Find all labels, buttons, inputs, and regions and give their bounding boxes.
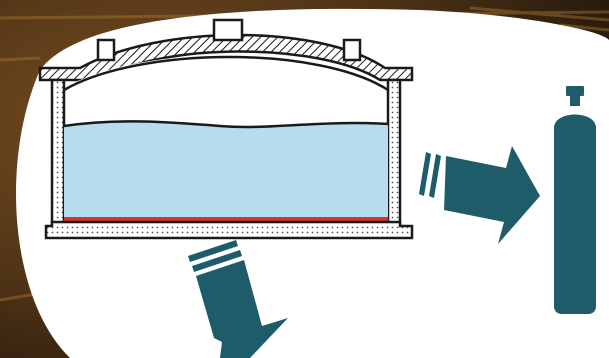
roof-nozzle-left xyxy=(98,40,114,60)
liquid-contents xyxy=(64,121,388,218)
roof-nozzle-right xyxy=(344,40,360,60)
tank-wall-left xyxy=(52,80,64,228)
roof-nozzle-center xyxy=(214,20,242,40)
tank-wall-right xyxy=(388,80,400,228)
tank-base xyxy=(46,222,412,238)
gas-cylinder xyxy=(554,86,596,314)
